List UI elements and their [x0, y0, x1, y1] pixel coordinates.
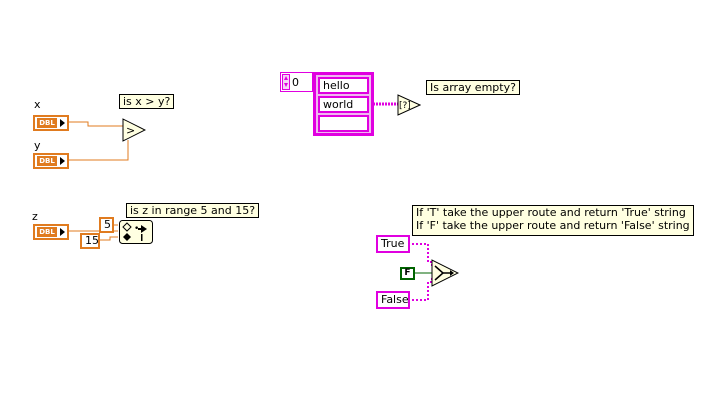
- z-terminal[interactable]: DBL: [33, 224, 69, 240]
- x-terminal[interactable]: DBL: [33, 115, 69, 131]
- empty-array-node-icon[interactable]: [?]: [397, 94, 421, 116]
- y-arrow-icon: [60, 157, 65, 165]
- range-comment: is z in range 5 and 15?: [126, 203, 260, 218]
- array-index-value: 0: [292, 76, 299, 89]
- cmp-comment: is x > y?: [119, 94, 175, 109]
- select-comment-line2: If 'F' take the upper route and return '…: [416, 219, 690, 232]
- index-spinner[interactable]: [282, 74, 290, 90]
- lower-limit-constant[interactable]: 15: [80, 233, 100, 249]
- index-decrement-icon[interactable]: [284, 83, 288, 87]
- select-comment: If 'T' take the upper route and return '…: [412, 205, 694, 236]
- wire-false: [408, 278, 433, 301]
- greater-than-node-icon[interactable]: >: [122, 118, 146, 142]
- in-range-coerce-node-icon[interactable]: •: [119, 220, 154, 245]
- select-comment-line1: If 'T' take the upper route and return '…: [416, 206, 686, 219]
- y-label: y: [34, 139, 41, 152]
- wire-lower: [99, 236, 118, 241]
- y-terminal[interactable]: DBL: [33, 153, 69, 169]
- upper-limit-constant[interactable]: 5: [99, 217, 114, 233]
- svg-text:•: •: [134, 224, 139, 234]
- index-increment-icon[interactable]: [284, 76, 288, 80]
- z-type: DBL: [37, 227, 57, 237]
- x-type: DBL: [37, 118, 57, 128]
- svg-text:>: >: [126, 124, 135, 137]
- boolean-false-constant[interactable]: F: [400, 267, 415, 280]
- array-index-display[interactable]: 0: [280, 72, 313, 92]
- svg-text:[?]: [?]: [399, 101, 411, 111]
- x-arrow-icon: [60, 119, 65, 127]
- y-type: DBL: [37, 156, 57, 166]
- wire-y: [67, 140, 129, 161]
- true-string-constant[interactable]: True: [376, 235, 410, 253]
- false-string-constant[interactable]: False: [376, 291, 410, 309]
- array-element-2[interactable]: [318, 115, 369, 132]
- z-arrow-icon: [60, 228, 65, 236]
- array-element-1[interactable]: world: [318, 96, 369, 113]
- select-node-icon[interactable]: [431, 259, 459, 287]
- array-element-0[interactable]: hello: [318, 77, 369, 94]
- wire-true: [408, 243, 433, 266]
- wire-x: [67, 121, 123, 127]
- x-label: x: [34, 98, 41, 111]
- z-label: z: [32, 210, 38, 223]
- string-array-constant[interactable]: hello world: [313, 72, 374, 136]
- array-comment: Is array empty?: [426, 80, 520, 95]
